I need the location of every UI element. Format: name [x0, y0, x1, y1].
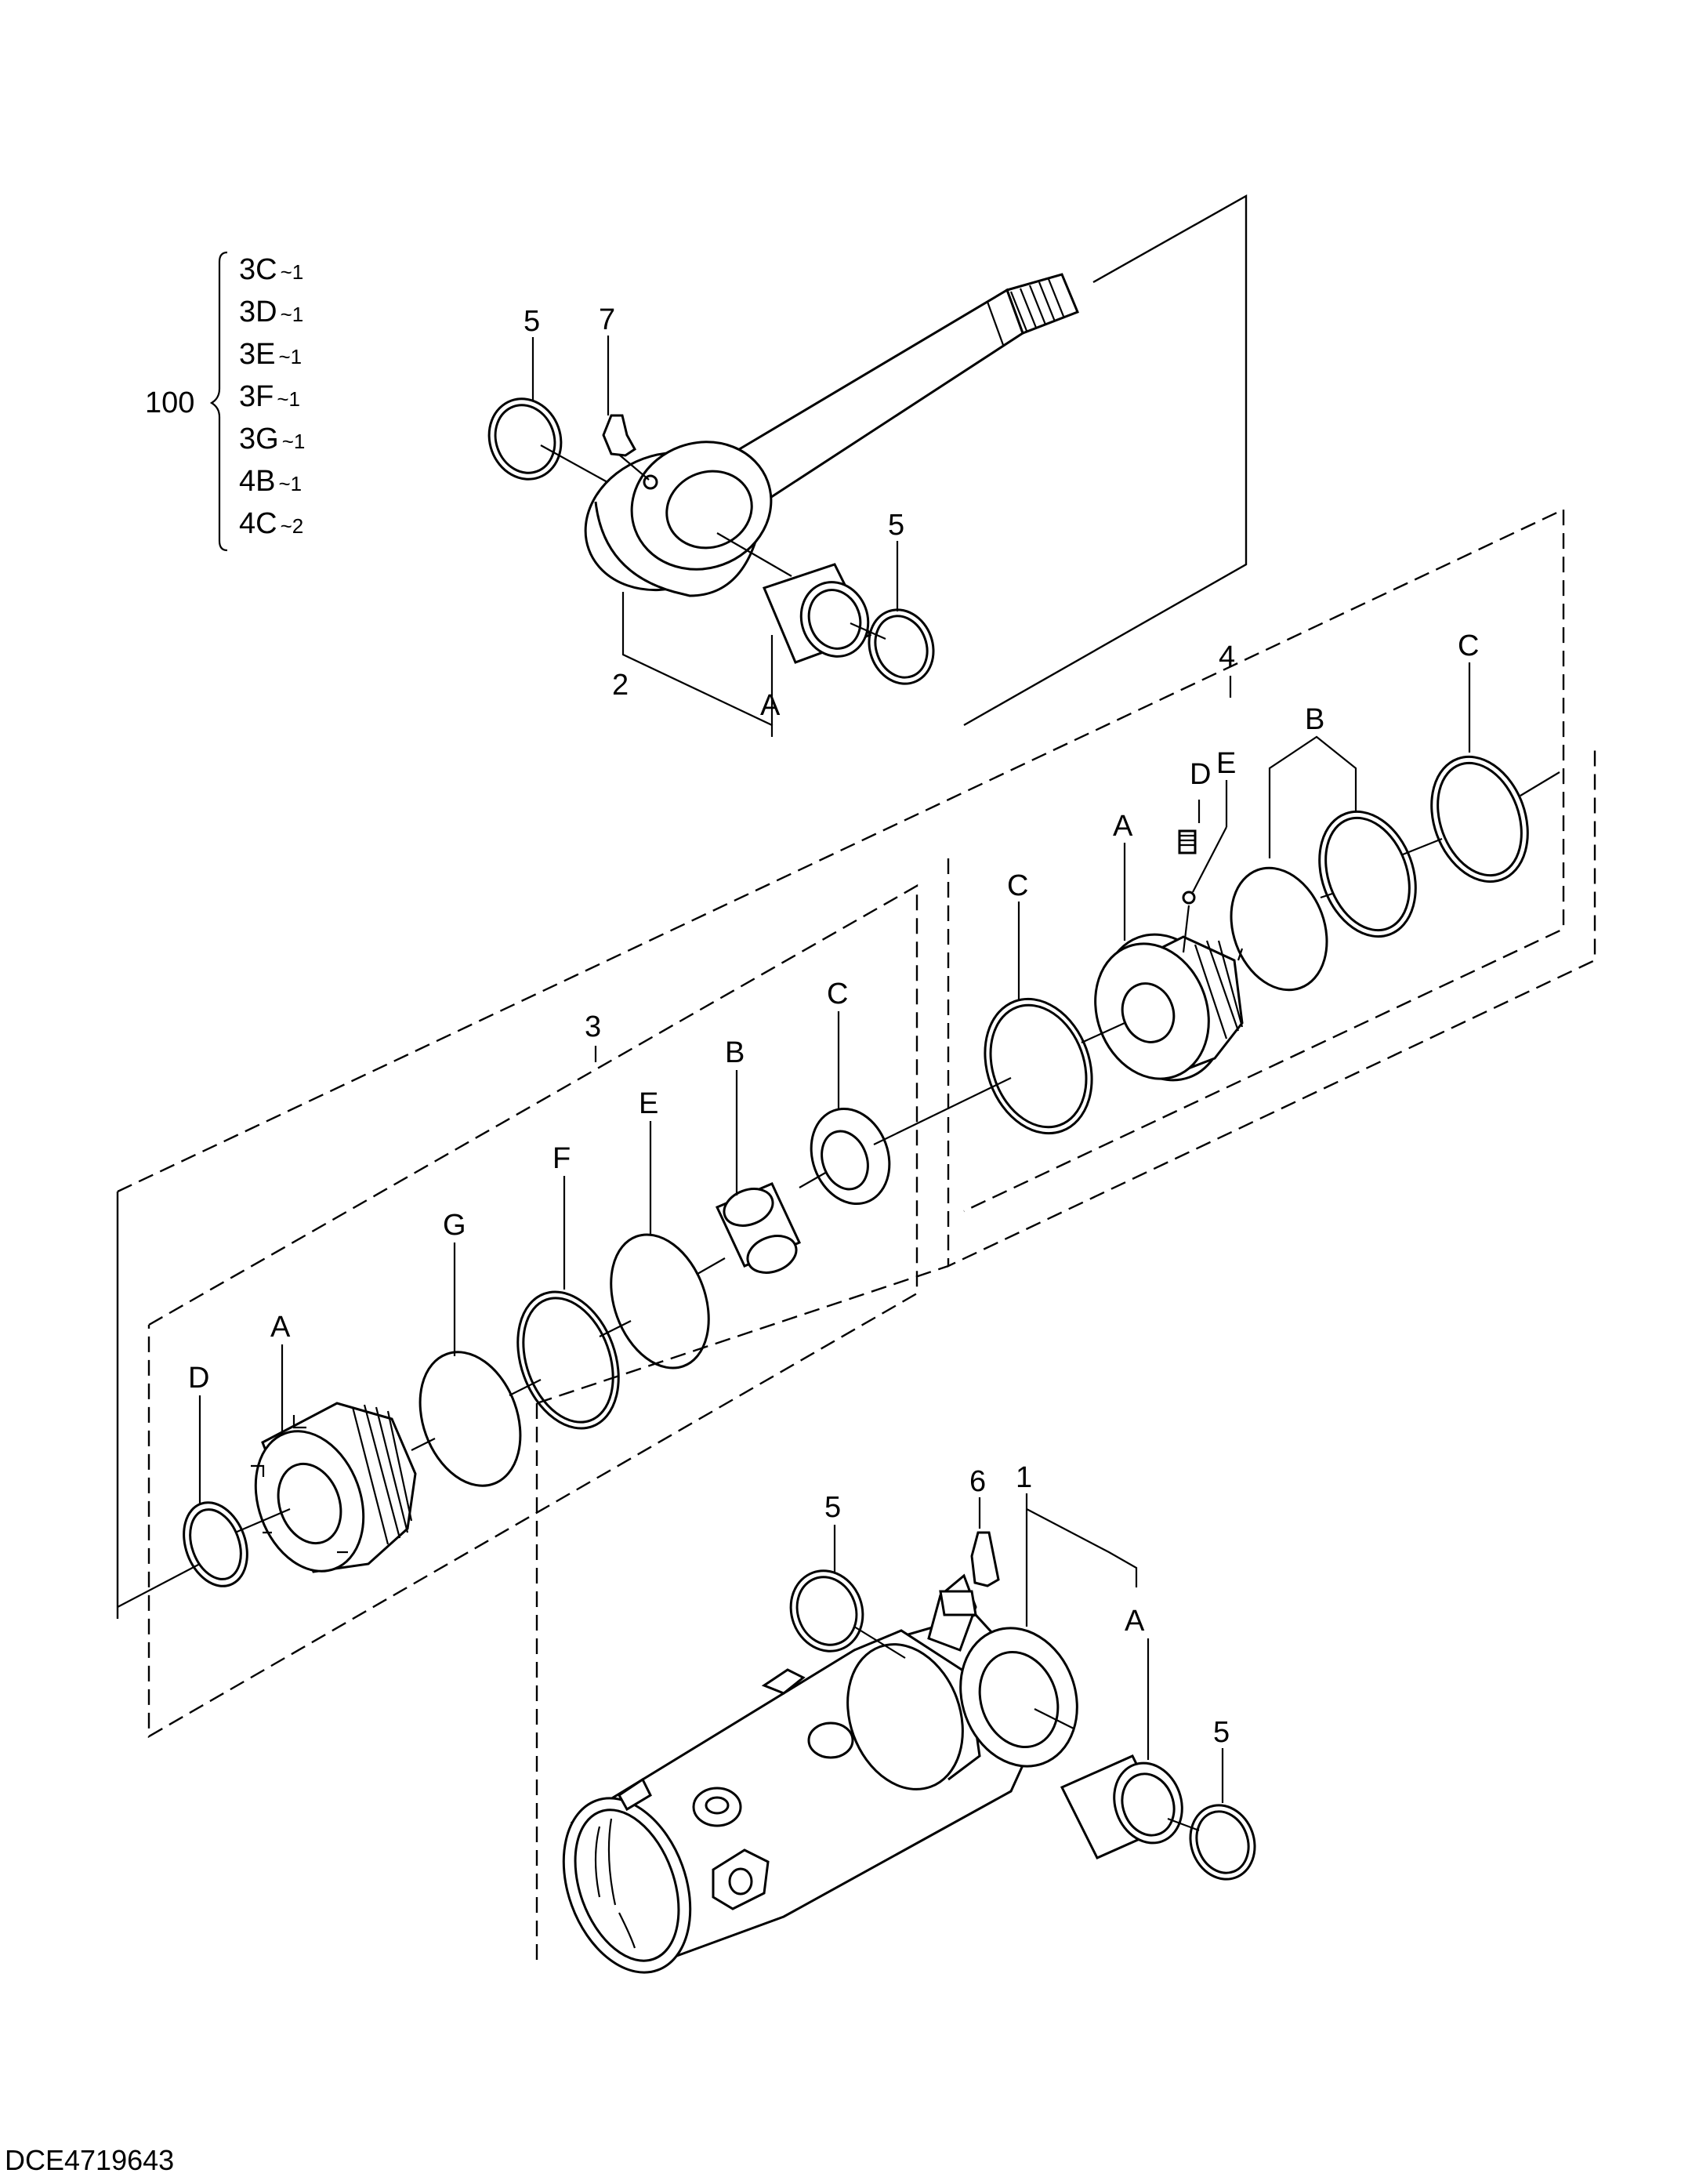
callout-wiper-seal: D — [188, 1362, 209, 1395]
assembly-item-code: 3E — [239, 338, 275, 371]
piston-rod-group: 7 5 5 2 A — [487, 194, 1248, 737]
callout-grease-fitting: 7 — [599, 303, 615, 336]
assembly-item-code: 3G — [239, 423, 279, 455]
assembly-item-code: 3C — [239, 253, 277, 286]
head-seal-group: 3 D A G F E — [117, 883, 1012, 1739]
svg-text:3E~1: 3E~1 — [239, 338, 302, 371]
piston-bore — [1121, 982, 1176, 1043]
svg-text:4C~2: 4C~2 — [239, 507, 303, 540]
wiper-seal — [183, 1501, 248, 1587]
o-ring-g — [418, 1351, 522, 1487]
drawing-code: DCE4719643 — [5, 2144, 174, 2176]
assembly-number: 100 — [145, 386, 194, 419]
grease-fitting — [602, 414, 636, 457]
wear-ring-1 — [1230, 866, 1328, 992]
rod-shaft — [734, 288, 1024, 504]
callout-o-ring-e: E — [639, 1087, 658, 1120]
tube-dust-seal-left — [789, 1569, 864, 1653]
assembly-reference: 100 3C~1 3D~1 3E~1 3F~1 3G~1 4B~1 4C~2 — [145, 251, 305, 552]
callout-tube: 1 — [1016, 1461, 1032, 1494]
svg-text:3G~1: 3G~1 — [239, 423, 305, 455]
assembly-item-qty: ~2 — [281, 514, 304, 538]
group-outline-3 — [147, 883, 918, 1739]
callout-piston-group: 4 — [1219, 640, 1235, 673]
assembly-item-qty: ~1 — [278, 472, 302, 495]
svg-text:3D~1: 3D~1 — [239, 296, 303, 328]
callout-rod-bushing: A — [760, 689, 781, 722]
o-ring-e — [610, 1233, 710, 1370]
assembly-item-code: 4B — [239, 465, 275, 498]
tube-eye-bore — [978, 1650, 1060, 1749]
callout-tube-dust-seal-left: 5 — [824, 1491, 841, 1524]
callout-buffer-seal: C — [827, 978, 848, 1010]
callout-piston-seal-left: C — [1007, 869, 1028, 902]
callout-tube-dust-seal-right: 5 — [1213, 1716, 1230, 1749]
backup-ring-f — [516, 1290, 620, 1430]
callout-set-screw: D — [1190, 758, 1211, 791]
set-screw — [1178, 829, 1197, 854]
assembly-item-code: 3F — [239, 380, 274, 413]
callout-dust-seal-right: 5 — [888, 509, 904, 542]
callout-grease-fitting-tube: 6 — [969, 1465, 986, 1498]
callout-wear-rings: B — [1305, 703, 1324, 736]
callout-rod-gland: A — [270, 1311, 291, 1344]
gland-bore — [277, 1462, 342, 1545]
callout-tube-bushing: A — [1125, 1605, 1145, 1638]
piston-seal-right — [1430, 755, 1529, 883]
assembly-item-code: 4C — [239, 507, 277, 540]
dust-seal-left — [487, 397, 563, 481]
tube-dust-seal-right — [1189, 1804, 1256, 1881]
rod-thread — [1009, 278, 1066, 332]
wear-ring-2 — [1318, 810, 1417, 938]
cylinder-tube-group: 6 5 1 A 5 — [535, 1264, 1256, 1974]
rod-eye-bore — [665, 470, 753, 550]
assembly-item-code: 3D — [239, 296, 277, 328]
assembly-item-qty: ~1 — [282, 430, 306, 453]
assembly-item-qty: ~1 — [281, 260, 304, 284]
grease-fitting-tube — [970, 1531, 1000, 1587]
steel-ball — [1182, 891, 1196, 905]
piston-seal-left — [984, 997, 1093, 1135]
callout-o-ring-g: G — [443, 1209, 466, 1242]
assembly-item-qty: ~1 — [281, 303, 304, 326]
callout-backup-ring-f: F — [553, 1142, 571, 1175]
svg-text:3C~1: 3C~1 — [239, 253, 303, 286]
callout-piston-seal-right: C — [1458, 629, 1479, 662]
assembly-item-qty: ~1 — [277, 387, 300, 411]
callout-gland-bushing: B — [725, 1036, 745, 1069]
svg-text:4B~1: 4B~1 — [239, 465, 302, 498]
piston-seal-group: 4 A D E C B — [116, 508, 1596, 1619]
callout-steel-ball: E — [1216, 747, 1236, 780]
assembly-item-qty: ~1 — [278, 345, 302, 368]
assembly-item-list: 3C~1 3D~1 3E~1 3F~1 3G~1 4B~1 4C~2 — [239, 253, 305, 540]
callout-piston: A — [1113, 810, 1133, 843]
callout-head-group: 3 — [585, 1010, 601, 1043]
svg-text:3F~1: 3F~1 — [239, 380, 300, 413]
assembly-brace — [209, 251, 228, 552]
dust-seal-right — [868, 608, 935, 685]
callout-rod: 2 — [612, 669, 629, 702]
callout-dust-seal-left: 5 — [524, 305, 540, 338]
